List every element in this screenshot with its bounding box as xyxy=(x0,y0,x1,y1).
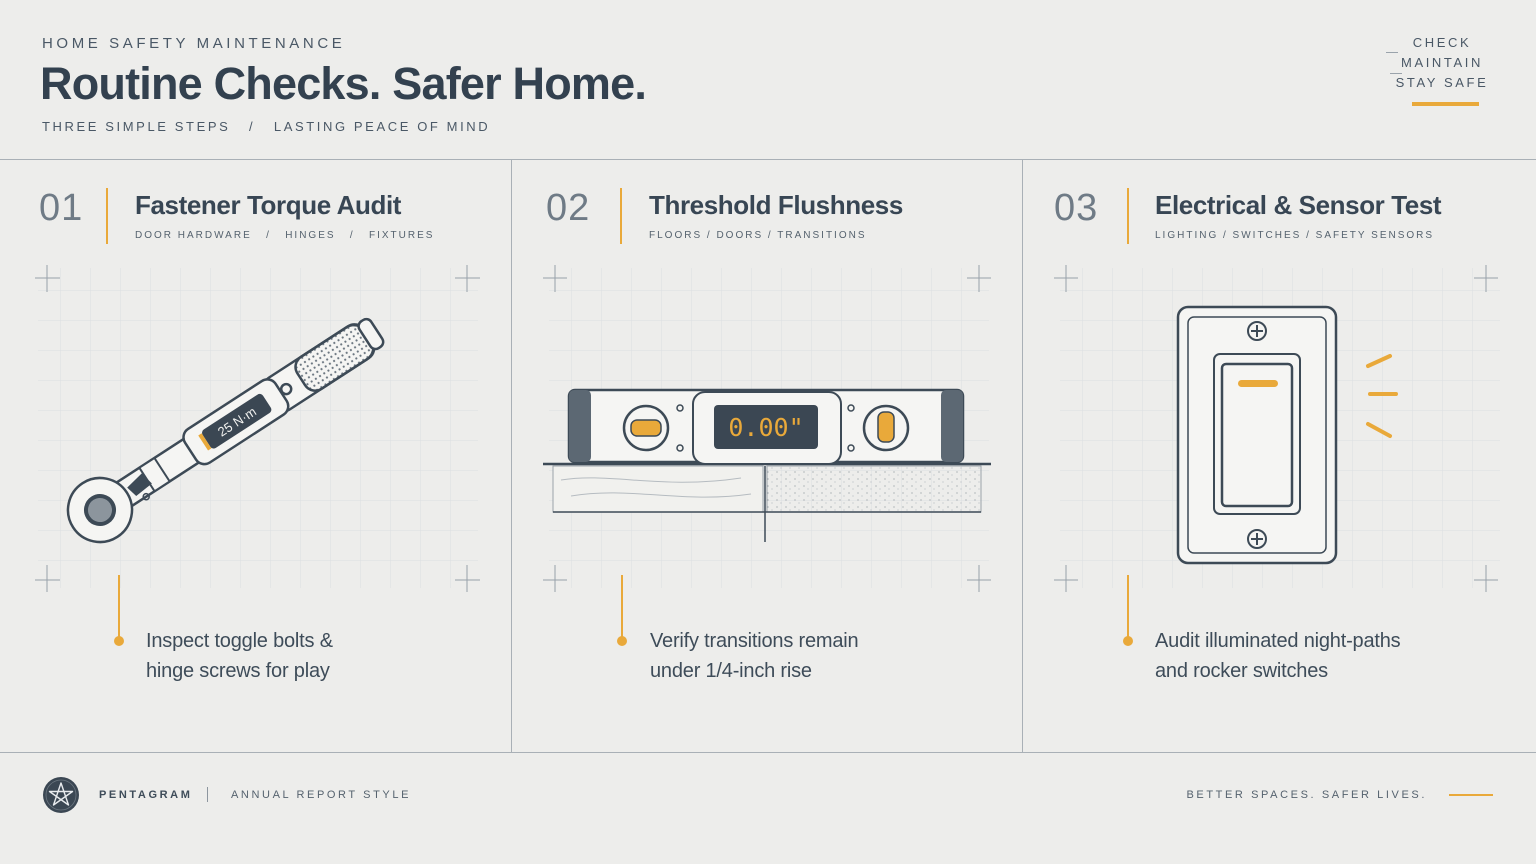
step-number-rule xyxy=(106,188,108,244)
tagline-rule xyxy=(1449,794,1493,796)
motto-line: MAINTAIN xyxy=(1401,55,1483,70)
footer-separator xyxy=(207,787,208,802)
description-line: and rocker switches xyxy=(1155,660,1328,682)
motto-underline xyxy=(1412,102,1479,106)
step-title: Electrical & Sensor Test xyxy=(1155,190,1442,220)
step-description: Inspect toggle bolts & hinge screws for … xyxy=(146,626,466,686)
eyebrow: HOME SAFETY MAINTENANCE xyxy=(42,35,346,52)
spirit-level-icon: 0.00" xyxy=(543,265,991,592)
step-number: 01 xyxy=(39,187,84,229)
step-title: Threshold Flushness xyxy=(649,190,903,220)
step-description: Verify transitions remain under 1/4-inch… xyxy=(650,626,970,686)
pentagram-logo-icon xyxy=(43,777,79,813)
callout-dot xyxy=(617,636,627,646)
level-readout: 0.00" xyxy=(728,413,803,442)
step-number-rule xyxy=(1127,188,1129,244)
description-line: under 1/4-inch rise xyxy=(650,660,812,682)
column-divider xyxy=(511,160,512,752)
motto-line: CHECK xyxy=(1412,35,1472,50)
page-subtitle: THREE SIMPLE STEPS / LASTING PEACE OF MI… xyxy=(42,119,491,134)
step-number: 02 xyxy=(546,187,591,229)
step-title: Fastener Torque Audit xyxy=(135,190,402,220)
step-card-2: 02 Threshold Flushness FLOORS / DOORS / … xyxy=(511,160,1022,752)
motto: CHECK MAINTAIN STAY SAFE xyxy=(1386,33,1492,93)
description-line: Verify transitions remain xyxy=(650,630,859,652)
footer-tagline: BETTER SPACES. SAFER LIVES. xyxy=(1186,789,1427,801)
rocker-switch-icon xyxy=(1054,265,1500,592)
callout-line xyxy=(118,575,120,637)
footer-divider xyxy=(0,752,1536,753)
motto-tick-mark xyxy=(1386,52,1398,53)
step-number: 03 xyxy=(1054,187,1099,229)
step-tags: DOOR HARDWARE / HINGES / FIXTURES xyxy=(135,230,435,241)
callout-dot xyxy=(1123,636,1133,646)
step-card-1: 01 Fastener Torque Audit DOOR HARDWARE /… xyxy=(0,160,511,752)
callout-line xyxy=(621,575,623,637)
torque-wrench-icon: 25 N·m xyxy=(35,265,480,592)
description-line: Audit illuminated night-paths xyxy=(1155,630,1401,652)
step-tags: LIGHTING / SWITCHES / SAFETY SENSORS xyxy=(1155,230,1435,241)
callout-dot xyxy=(114,636,124,646)
step-description: Audit illuminated night-paths and rocker… xyxy=(1155,626,1475,686)
header-divider xyxy=(0,159,1536,160)
column-divider xyxy=(1022,160,1023,752)
callout-line xyxy=(1127,575,1129,637)
step-number-rule xyxy=(620,188,622,244)
brand-name: PENTAGRAM xyxy=(99,789,193,801)
motto-line: STAY SAFE xyxy=(1395,75,1489,90)
step-tags: FLOORS / DOORS / TRANSITIONS xyxy=(649,230,867,241)
motto-tick-mark xyxy=(1390,73,1402,74)
footer-style-label: ANNUAL REPORT STYLE xyxy=(231,789,412,801)
description-line: Inspect toggle bolts & xyxy=(146,630,333,652)
page-title: Routine Checks. Safer Home. xyxy=(40,58,647,109)
step-card-3: 03 Electrical & Sensor Test LIGHTING / S… xyxy=(1022,160,1533,752)
description-line: hinge screws for play xyxy=(146,660,330,682)
